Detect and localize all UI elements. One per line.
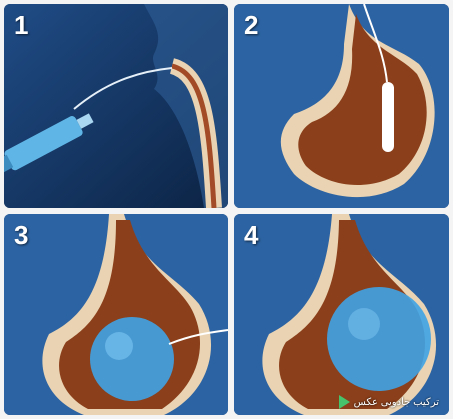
step-1-illustration (4, 4, 228, 208)
step-number: 1 (14, 10, 28, 41)
step-number: 3 (14, 220, 28, 251)
gastric-balloon (90, 317, 174, 401)
watermark-text: ترکیب جادویی عکس (354, 397, 439, 408)
capsule (382, 82, 394, 152)
step-1-panel: 1 (4, 4, 228, 208)
step-3-illustration (4, 214, 228, 415)
watermark: ترکیب جادویی عکس (339, 395, 439, 409)
play-store-icon (339, 395, 350, 409)
step-4-panel: 4 ترکیب جادویی عکس (234, 214, 449, 415)
step-number: 4 (244, 220, 258, 251)
step-4-illustration (234, 214, 449, 415)
gastric-balloon (327, 287, 431, 391)
step-2-panel: 2 (234, 4, 449, 208)
step-2-illustration (234, 4, 449, 208)
step-number: 2 (244, 10, 258, 41)
step-3-panel: 3 (4, 214, 228, 415)
